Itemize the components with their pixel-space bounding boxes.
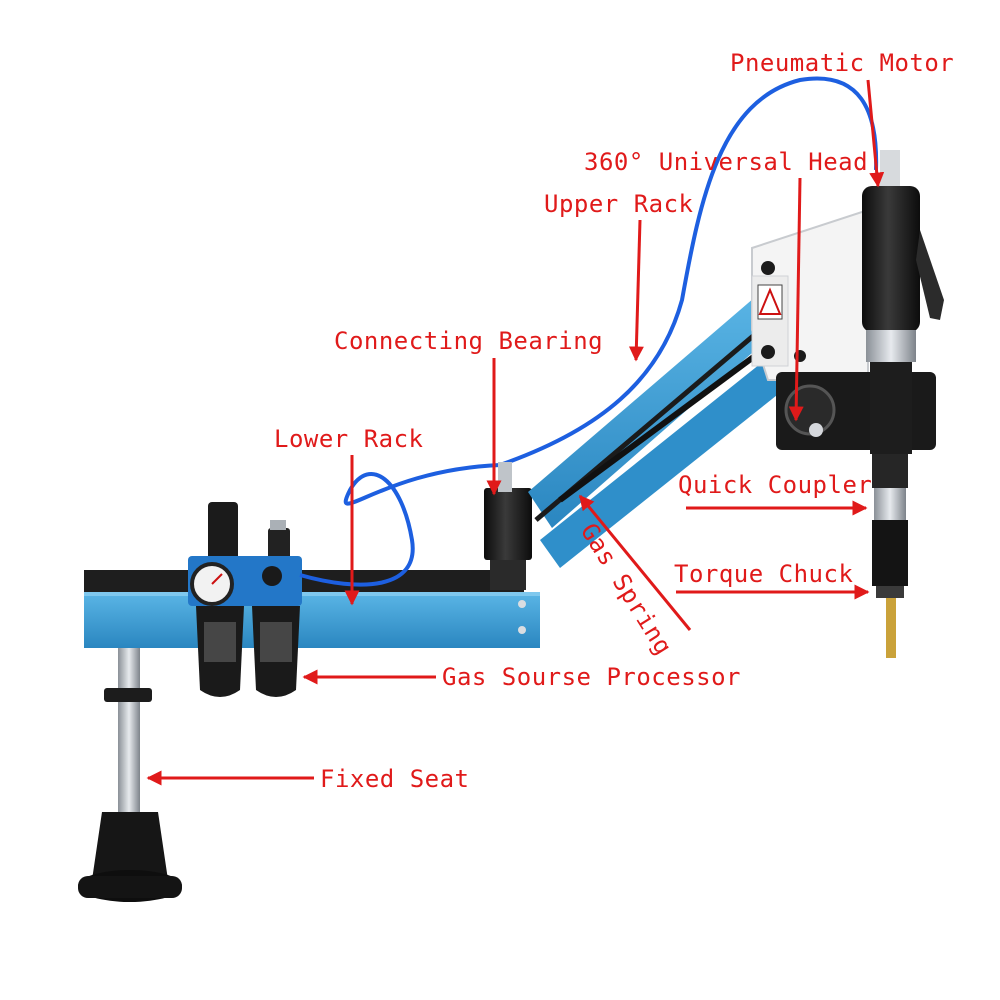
label-lower-rack: Lower Rack [274,425,424,453]
label-torque-chuck: Torque Chuck [674,560,853,588]
label-upper-rack: Upper Rack [544,190,694,218]
callout-torque-chuck: Torque Chuck [674,560,870,600]
label-quick-coupler: Quick Coupler [678,471,872,499]
gas-source-processor [188,502,302,697]
label-fixed-seat: Fixed Seat [320,765,470,793]
callout-gas-source-processor: Gas Sourse Processor [302,663,741,691]
callout-quick-coupler: Quick Coupler [678,471,872,516]
torque-chuck [872,454,908,658]
connecting-bearing [484,462,532,590]
label-pneumatic-motor: Pneumatic Motor [730,49,954,77]
callout-connecting-bearing: Connecting Bearing [334,327,603,496]
callout-fixed-seat: Fixed Seat [146,765,470,793]
callout-universal-head: 360° Universal Head [584,148,868,422]
lower-rack [84,570,540,648]
callout-upper-rack: Upper Rack [544,190,694,362]
label-gas-source-processor: Gas Sourse Processor [442,663,741,691]
callout-pneumatic-motor: Pneumatic Motor [730,49,954,188]
callout-lower-rack: Lower Rack [274,425,424,606]
universal-head [751,208,936,450]
air-hose [299,76,879,587]
pneumatic-motor [862,150,944,454]
label-connecting-bearing: Connecting Bearing [334,327,603,355]
label-gas-spring: Gas Spring [575,518,678,660]
fixed-seat [78,640,182,902]
label-universal-head: 360° Universal Head [584,148,868,176]
